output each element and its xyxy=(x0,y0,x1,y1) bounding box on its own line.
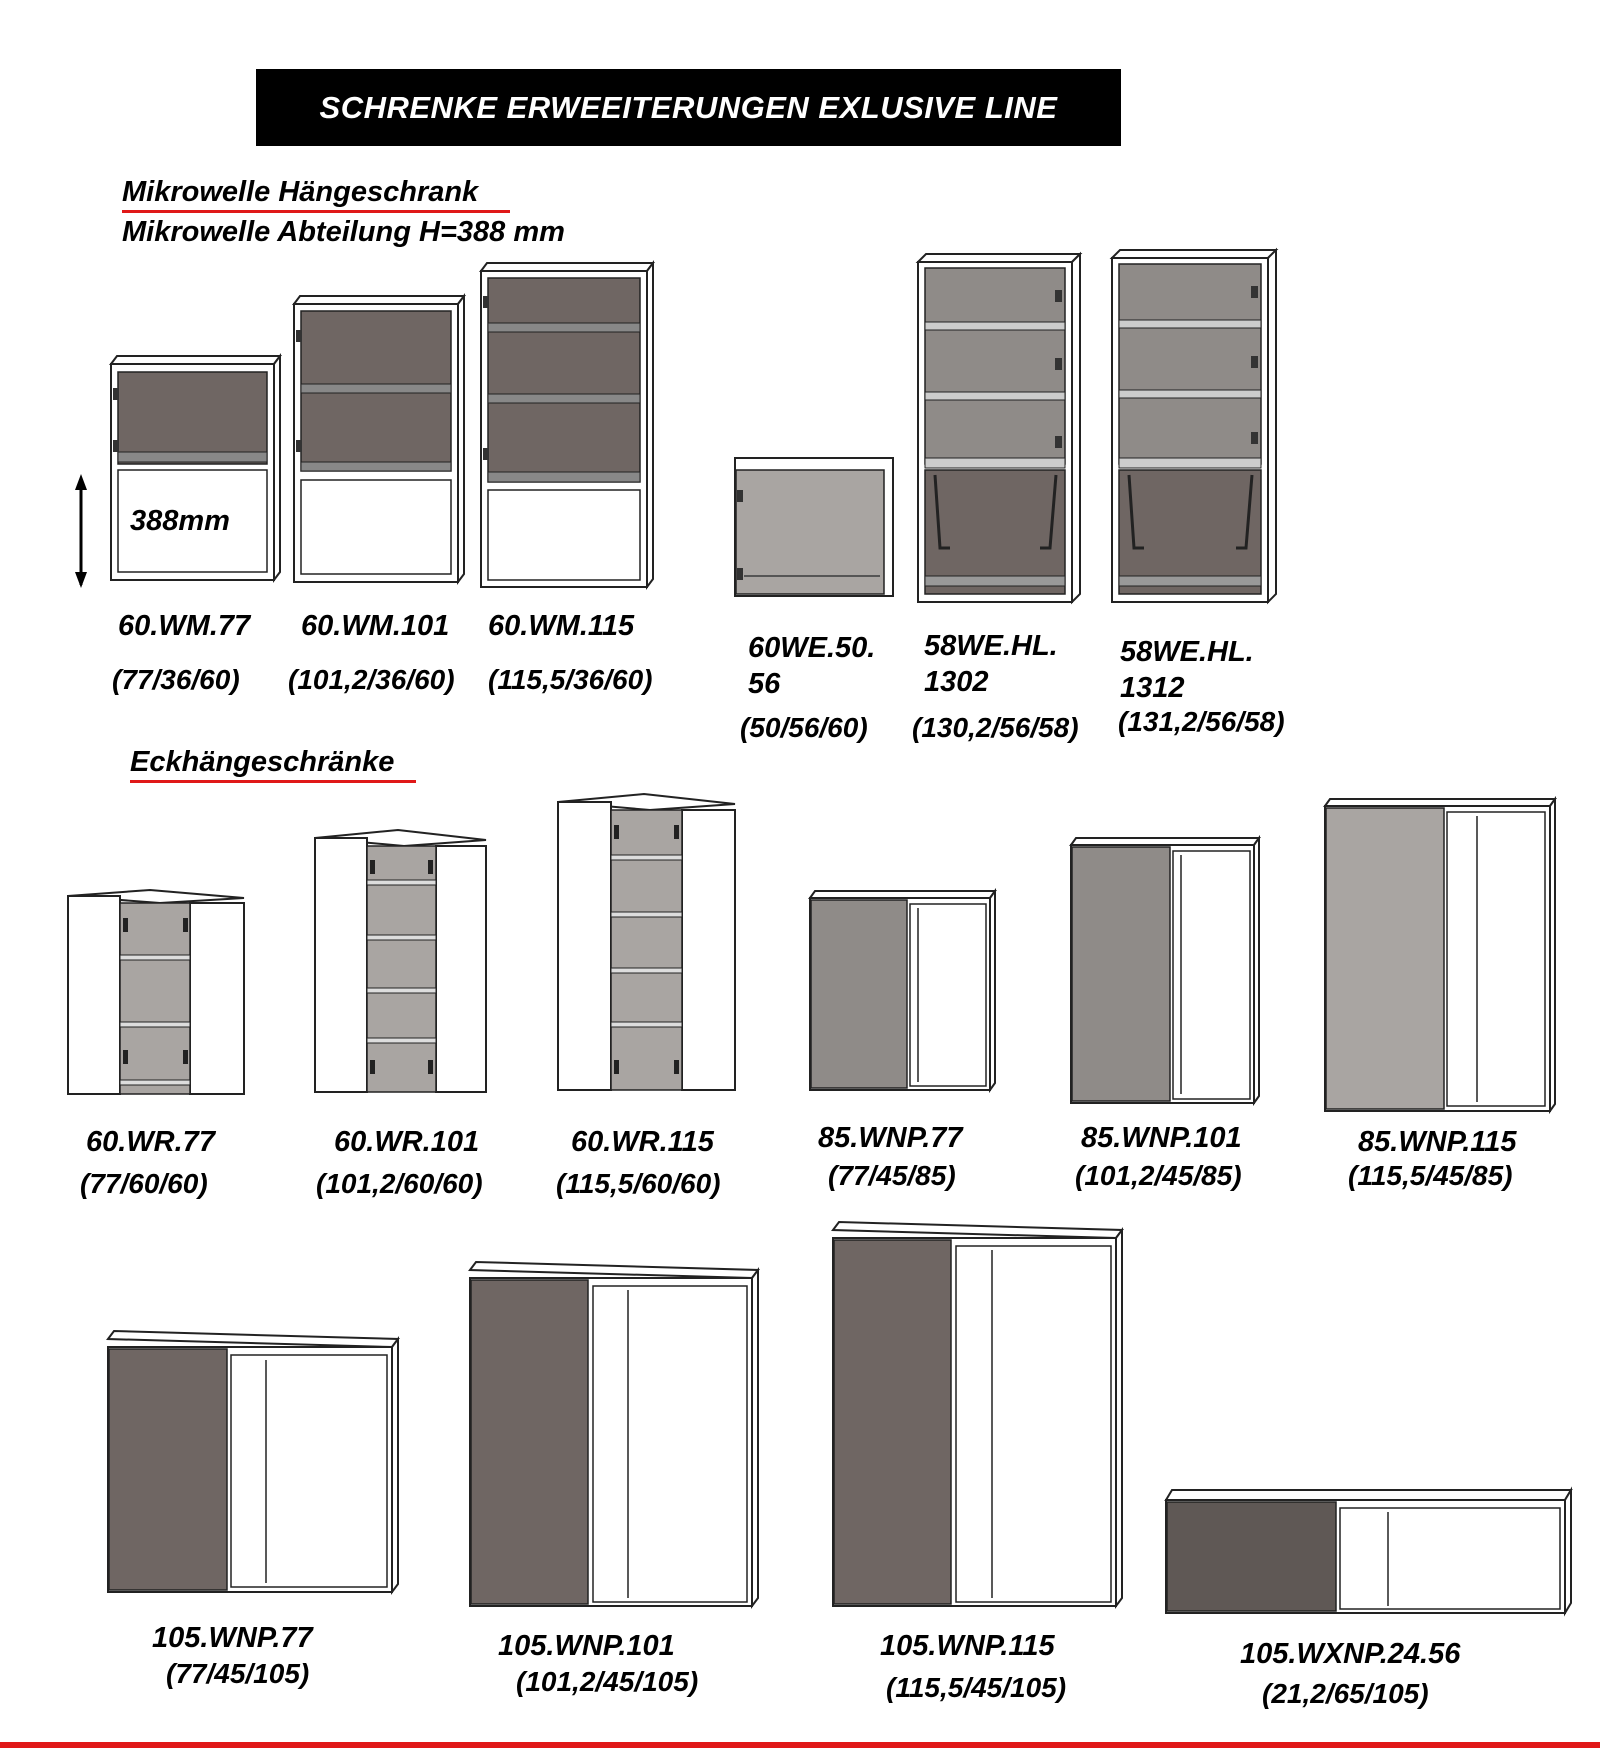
product-dimensions: (131,2/56/58) xyxy=(1118,706,1285,737)
product-code-line2: 56 xyxy=(748,668,781,700)
cabinet-60we-50-56-drawing xyxy=(734,457,894,597)
product-dimensions: (77/45/105) xyxy=(166,1658,310,1689)
product-dimensions: (115,5/60/60) xyxy=(556,1168,721,1199)
microwave-section-subtitle: Mikrowelle Abteilung H=388 mm xyxy=(122,216,565,248)
cabinet-85-wnp-101-drawing xyxy=(1069,834,1261,1107)
cabinet-58we-hl-1302-drawing xyxy=(915,251,1083,605)
product-code: 105.WNP.77 xyxy=(152,1622,313,1654)
product-dimensions: (101,2/60/60) xyxy=(316,1168,483,1199)
cabinet-85-wnp-115-drawing xyxy=(1323,795,1557,1115)
cabinet-105-wxnp-24-56-drawing xyxy=(1164,1486,1573,1617)
product-dimensions: (115,5/36/60) xyxy=(488,664,653,695)
product-dimensions: (101,2/36/60) xyxy=(288,664,455,695)
cabinet-60-wm-77-drawing xyxy=(109,353,282,583)
cabinet-105-wnp-101-drawing xyxy=(468,1260,760,1609)
product-code-line1: 58WE.HL. xyxy=(924,630,1058,662)
microwave-section-underline xyxy=(122,210,510,213)
product-dimensions: (77/45/85) xyxy=(828,1160,956,1191)
cabinet-105-wnp-77-drawing xyxy=(106,1329,400,1595)
product-code: 105.WNP.115 xyxy=(880,1630,1055,1662)
height-dimension-label: 388mm xyxy=(130,505,230,537)
product-code: 105.WNP.101 xyxy=(498,1630,675,1662)
corner-section-underline xyxy=(130,780,416,783)
cabinet-105-wnp-115-drawing xyxy=(831,1220,1124,1609)
product-code-line1: 58WE.HL. xyxy=(1120,636,1254,668)
product-code: 60.WR.101 xyxy=(334,1126,480,1158)
product-dimensions: (115,5/45/85) xyxy=(1348,1160,1513,1191)
product-code: 60.WM.115 xyxy=(488,610,635,642)
product-code: 60.WM.101 xyxy=(301,610,450,642)
product-code: 105.WXNP.24.56 xyxy=(1240,1638,1461,1670)
product-dimensions: (101,2/45/105) xyxy=(516,1666,699,1697)
product-code-line2: 1302 xyxy=(924,666,989,698)
product-dimensions: (77/36/60) xyxy=(112,664,240,695)
product-dimensions: (101,2/45/85) xyxy=(1075,1160,1242,1191)
cabinet-60-wr-77-drawing xyxy=(67,888,245,1095)
cabinet-58we-hl-1312-drawing xyxy=(1109,247,1279,605)
page-title-banner: SCHRENKE ERWEEITERUNGEN EXLUSIVE LINE xyxy=(256,69,1121,146)
product-code: 85.WNP.101 xyxy=(1081,1122,1242,1154)
product-code-line1: 60WE.50. xyxy=(748,632,876,664)
cabinet-60-wr-115-drawing xyxy=(557,792,736,1091)
product-dimensions: (130,2/56/58) xyxy=(912,712,1079,743)
cabinet-60-wm-115-drawing xyxy=(479,260,655,590)
product-code: 60.WM.77 xyxy=(118,610,251,642)
microwave-section-title: Mikrowelle Hängeschrank xyxy=(122,176,479,208)
product-dimensions: (21,2/65/105) xyxy=(1262,1678,1429,1709)
product-code: 60.WR.115 xyxy=(571,1126,714,1158)
product-code-line2: 1312 xyxy=(1120,672,1185,704)
product-code: 85.WNP.115 xyxy=(1358,1126,1517,1158)
cabinet-60-wr-101-drawing xyxy=(314,828,487,1093)
page-title: SCHRENKE ERWEEITERUNGEN EXLUSIVE LINE xyxy=(319,89,1058,125)
footer-accent-line xyxy=(0,1742,1600,1748)
corner-section-title: Eckhängeschränke xyxy=(130,746,395,778)
product-dimensions: (50/56/60) xyxy=(740,712,868,743)
cabinet-85-wnp-77-drawing xyxy=(808,887,997,1094)
product-dimensions: (77/60/60) xyxy=(80,1168,208,1199)
product-dimensions: (115,5/45/105) xyxy=(886,1672,1067,1703)
product-code: 85.WNP.77 xyxy=(818,1122,963,1154)
product-code: 60.WR.77 xyxy=(86,1126,215,1158)
height-arrow-icon xyxy=(75,474,87,588)
cabinet-60-wm-101-drawing xyxy=(292,293,466,585)
